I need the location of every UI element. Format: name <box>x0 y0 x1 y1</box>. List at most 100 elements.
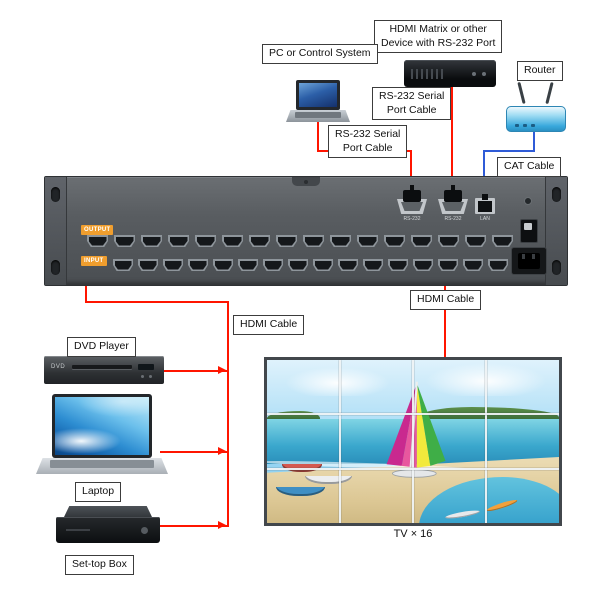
hdmi-port <box>195 235 216 247</box>
tv-bezel-line <box>412 360 414 523</box>
pc-keyboard-base <box>286 110 350 122</box>
arrowhead-icon <box>218 447 226 455</box>
hdmi-port <box>363 259 383 271</box>
hdmi-port <box>384 235 405 247</box>
wire-bus-vertical <box>227 301 229 527</box>
tv-bezel-line <box>267 467 559 470</box>
hdmi-port <box>113 259 133 271</box>
label-cat-cable: CAT Cable <box>497 157 562 177</box>
hdmi-port <box>213 259 233 271</box>
laptop-screen-content <box>55 397 149 455</box>
settop-vent <box>66 529 90 531</box>
router-body <box>506 106 566 132</box>
power-switch <box>520 219 538 243</box>
beached-boat <box>275 487 326 497</box>
label-line: HDMI Matrix or other <box>389 23 487 35</box>
router-antenna <box>545 82 554 104</box>
hdmi-port <box>330 235 351 247</box>
dvd-tray-slot <box>72 365 132 369</box>
matrix-knob <box>482 72 486 76</box>
label-hdmi-matrix: HDMI Matrix or other Device with RS-232 … <box>374 20 503 54</box>
rs232-port-inner <box>442 202 464 211</box>
wire-pc-to-rs232-port <box>410 150 412 192</box>
hdmi-port <box>222 235 243 247</box>
arrowhead-icon <box>218 521 226 529</box>
wire-bus-horizontal <box>85 301 228 303</box>
control-pc-device <box>286 80 350 126</box>
wire-settop-to-bus <box>158 525 228 527</box>
hdmi-output-row <box>87 235 513 247</box>
wire-cat-to-lan-port <box>483 150 485 192</box>
router-antenna <box>517 82 526 104</box>
hdmi-port <box>163 259 183 271</box>
wire-rack-stub-left <box>85 284 87 302</box>
laptop-device <box>36 394 168 476</box>
hdmi-port <box>138 259 158 271</box>
rs232-port-label: RS-232 <box>444 216 462 222</box>
label-pc: PC or Control System <box>262 44 378 64</box>
label-line: RS-232 Serial <box>379 90 445 102</box>
set-top-box-device <box>56 506 160 546</box>
label-line: Port Cable <box>342 141 393 154</box>
label-line: RS-232 Serial <box>335 128 401 140</box>
mounting-hole <box>552 260 561 275</box>
label-line: Port Cable <box>386 103 437 116</box>
hdmi-port <box>263 259 283 271</box>
matrix-knob <box>472 72 476 76</box>
hdmi-port <box>276 235 297 247</box>
router-led <box>531 124 535 127</box>
rack-ear-right <box>545 177 567 285</box>
rs232-port-right <box>438 199 468 214</box>
router-led <box>515 124 519 127</box>
beached-boat <box>304 475 352 484</box>
settop-chassis <box>56 517 160 543</box>
hdmi-port <box>288 259 308 271</box>
label-hdmi-cable-right: HDMI Cable <box>410 290 482 310</box>
hdmi-port <box>388 259 408 271</box>
dvd-button <box>149 375 152 378</box>
wire-router-down <box>533 128 535 151</box>
label-line: Device with RS-232 Port <box>381 36 496 49</box>
dvd-chassis <box>44 356 164 384</box>
hdmi-port <box>492 235 513 247</box>
router-device <box>506 82 566 134</box>
tv-video-wall <box>264 357 562 526</box>
rs232-port-label: RS-232 <box>403 216 421 222</box>
hdmi-input-row <box>113 259 508 271</box>
hdmi-matrix-device <box>404 60 496 87</box>
laptop-keyboard <box>50 460 154 468</box>
rack-handle <box>292 177 320 186</box>
output-tag: OUTPUT <box>81 225 114 235</box>
hdmi-port <box>338 259 358 271</box>
router-led <box>523 124 527 127</box>
mounting-hole <box>51 260 60 275</box>
tv-grid-overlay <box>267 360 559 523</box>
rs232-plug <box>444 185 462 202</box>
power-led <box>524 197 532 205</box>
hdmi-port <box>141 235 162 247</box>
power-inlet-pin <box>532 254 535 259</box>
headland-left <box>267 410 320 422</box>
lan-port-inner <box>478 201 492 212</box>
cloud <box>284 366 390 396</box>
label-laptop: Laptop <box>75 482 122 502</box>
rack-handle-screw <box>304 180 308 184</box>
hdmi-port <box>463 259 483 271</box>
arrowhead-icon <box>218 366 226 374</box>
hdmi-port <box>438 259 458 271</box>
lan-port <box>475 194 495 214</box>
power-inlet-pin <box>522 254 525 259</box>
wire-hdmi-to-tv <box>444 307 446 359</box>
wire-rack-stub-right <box>444 284 446 292</box>
wire-dvd-to-bus <box>163 370 228 372</box>
hdmi-port <box>488 259 508 271</box>
hdmi-port <box>413 259 433 271</box>
hdmi-port <box>114 235 135 247</box>
rs232-plug <box>403 185 421 202</box>
label-hdmi-cable-left: HDMI Cable <box>233 315 305 335</box>
tv-wall-caption: TV × 16 <box>393 528 433 540</box>
wire-laptop-to-bus <box>160 451 228 453</box>
tv-bezel-line <box>267 413 559 416</box>
hdmi-port <box>249 235 270 247</box>
hdmi-port <box>313 259 333 271</box>
